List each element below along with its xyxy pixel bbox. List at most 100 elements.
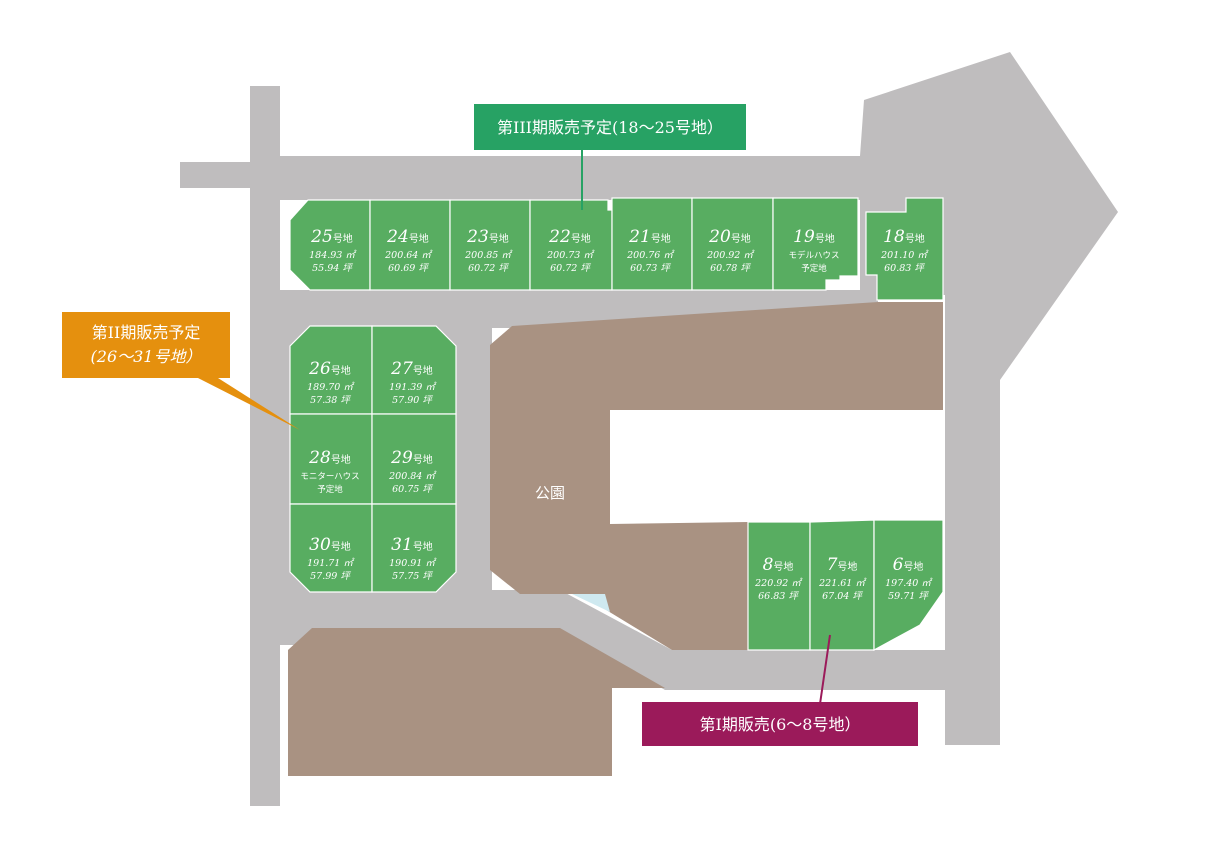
lot-suffix: 号地 — [413, 453, 433, 466]
lot-20-label: 20号地 — [708, 227, 751, 247]
lot-28-note-line1: モニターハウス — [300, 472, 359, 482]
lots-phase-1 — [747, 519, 944, 652]
lot-suffix: 号地 — [331, 364, 351, 377]
lot-suffix: 号地 — [331, 540, 351, 553]
lot-number: 27 — [390, 359, 413, 379]
lot-21-tsubo: 60.73 坪 — [630, 263, 671, 274]
lot-28-note-line2: 予定地 — [317, 484, 343, 495]
lot-suffix: 号地 — [331, 453, 351, 466]
lot-8[interactable] — [747, 521, 811, 651]
lot-number: 18 — [883, 227, 905, 247]
phase2-pointer — [198, 378, 300, 430]
lot-18[interactable] — [865, 197, 944, 301]
lot-23-area: 200.85 ㎡ — [464, 249, 513, 261]
reserved-areas — [288, 302, 943, 776]
brown-area-south-center — [490, 522, 748, 650]
lot-21-area: 200.76 ㎡ — [626, 249, 675, 261]
lot-number: 28 — [308, 448, 331, 468]
lot-25-area: 184.93 ㎡ — [309, 249, 357, 261]
lot-29-label: 29号地 — [390, 448, 433, 468]
lot-19-note-line2: 予定地 — [801, 263, 827, 274]
brown-area-east — [490, 302, 943, 450]
lot-7-area: 221.61 ㎡ — [818, 577, 867, 589]
lot-26-label: 26号地 — [308, 359, 351, 379]
lot-8-label: 8号地 — [763, 555, 794, 575]
lot-31-label: 31号地 — [391, 535, 433, 555]
lot-18-area: 201.10 ㎡ — [880, 249, 929, 261]
lot-26-area: 189.70 ㎡ — [307, 381, 355, 393]
road-left-vertical — [250, 86, 280, 806]
phase3-callout-text: 第III期販売予定(18〜25号地） — [497, 118, 723, 137]
lot-number: 24 — [386, 227, 409, 247]
lot-number: 20 — [708, 227, 731, 247]
lot-22-tsubo: 60.72 坪 — [550, 263, 591, 274]
lot-24-tsubo: 60.69 坪 — [388, 263, 429, 274]
lot-28-label: 28号地 — [308, 448, 351, 468]
lot-number: 21 — [628, 227, 651, 247]
lot-6-area: 197.40 ㎡ — [885, 577, 933, 589]
lot-suffix: 号地 — [815, 232, 835, 245]
lot-27-area: 191.39 ㎡ — [389, 381, 437, 393]
lot-30-area: 191.71 ㎡ — [307, 557, 355, 569]
lot-22-label: 22号地 — [548, 227, 591, 247]
lot-6-label: 6号地 — [893, 555, 924, 575]
lot-24-area: 200.64 ㎡ — [384, 249, 433, 261]
phase2-callout-text-line2: (26〜31号地） — [91, 347, 202, 366]
lot-8-area: 220.92 ㎡ — [754, 577, 803, 589]
lot-27[interactable] — [371, 325, 457, 415]
lot-number: 7 — [827, 555, 838, 575]
lot-22[interactable] — [529, 199, 621, 291]
lot-24[interactable] — [369, 199, 451, 291]
lot-23-label: 23号地 — [466, 227, 509, 247]
lot-8-tsubo: 66.83 坪 — [758, 591, 799, 602]
lot-30-tsubo: 57.99 坪 — [310, 571, 351, 582]
lot-30-label: 30号地 — [309, 535, 351, 555]
lot-25-tsubo: 55.94 坪 — [312, 263, 353, 274]
lot-suffix: 号地 — [651, 232, 671, 245]
lot-number: 8 — [763, 555, 774, 575]
lot-suffix: 号地 — [837, 560, 857, 573]
phase1-callout-text: 第I期販売(6〜8号地） — [700, 715, 861, 734]
lot-20[interactable] — [691, 197, 774, 291]
lot-21-label: 21号地 — [628, 227, 671, 247]
lot-23[interactable] — [449, 199, 531, 291]
lot-7-tsubo: 67.04 坪 — [822, 591, 863, 602]
phase2-callout-box — [62, 312, 230, 378]
lot-number: 30 — [309, 535, 331, 555]
lot-31-area: 190.91 ㎡ — [389, 557, 437, 569]
lot-29[interactable] — [371, 413, 457, 505]
lots-phase-3 — [289, 197, 944, 301]
lot-suffix: 号地 — [413, 540, 433, 553]
lot-18-tsubo: 60.83 坪 — [884, 263, 925, 274]
lot-6-tsubo: 59.71 坪 — [888, 591, 929, 602]
lot-23-tsubo: 60.72 坪 — [468, 263, 509, 274]
phase1-callout-box — [642, 702, 918, 746]
park-block — [490, 450, 610, 532]
lot-27-label: 27号地 — [390, 359, 433, 379]
lot-24-label: 24号地 — [386, 227, 429, 247]
lot-19[interactable] — [772, 197, 859, 291]
lot-18-label: 18号地 — [883, 227, 925, 247]
lot-number: 23 — [466, 227, 489, 247]
lot-20-tsubo: 60.78 坪 — [710, 263, 751, 274]
road-diagonal-south — [492, 590, 945, 690]
lot-31[interactable] — [371, 503, 457, 593]
lot-21[interactable] — [611, 197, 693, 291]
lot-30[interactable] — [289, 503, 373, 593]
lot-number: 25 — [310, 227, 333, 247]
lot-suffix: 号地 — [489, 232, 509, 245]
lot-number: 26 — [308, 359, 331, 379]
lot-suffix: 号地 — [903, 560, 923, 573]
lot-7-label: 7号地 — [827, 555, 858, 575]
phase3-callout-box — [474, 104, 746, 150]
lot-6[interactable] — [873, 519, 944, 652]
lot-number: 31 — [391, 535, 413, 555]
lot-number: 19 — [793, 227, 815, 247]
lot-number: 29 — [390, 448, 413, 468]
lot-suffix: 号地 — [409, 232, 429, 245]
lot-suffix: 号地 — [571, 232, 591, 245]
road-top — [278, 156, 880, 200]
lots-phase-2 — [289, 325, 457, 593]
